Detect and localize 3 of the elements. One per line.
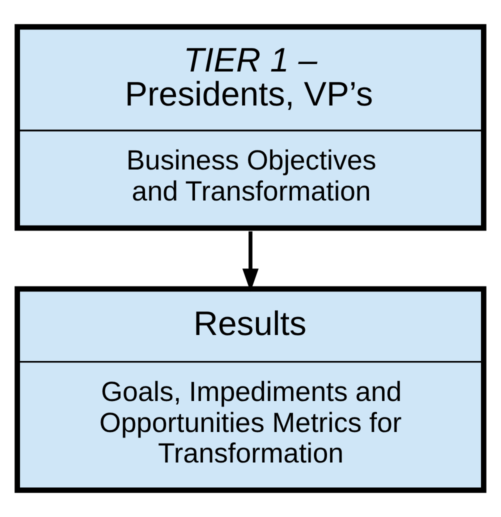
node-box: Results Goals, Impediments and Opportunities Metrics for Transformation — [14, 286, 486, 493]
arrow — [242, 231, 259, 292]
node-box: TIER 1 – Presidents, VP’s Business Objectives and Transformation — [14, 24, 486, 231]
